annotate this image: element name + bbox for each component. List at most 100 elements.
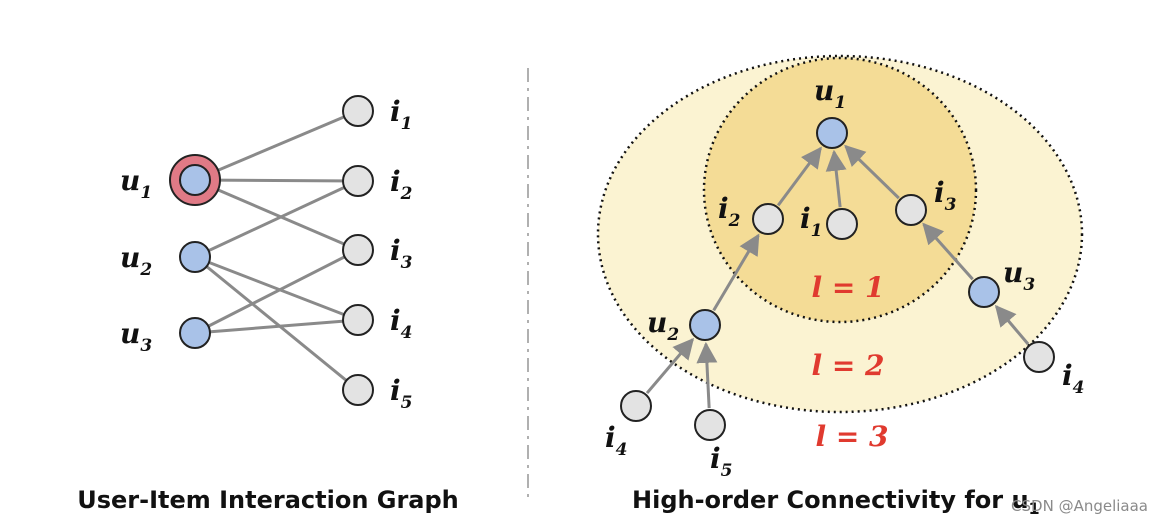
- user-label-u2-base: u: [120, 241, 140, 274]
- layer-label-1: l = 1: [811, 271, 884, 304]
- item-label-i5: i5: [390, 374, 412, 413]
- item-label-i1-subscript: 1: [811, 221, 823, 241]
- item-label-i5: i5: [710, 442, 732, 481]
- layer-1-region: [702, 56, 978, 324]
- left-caption: User-Item Interaction Graph: [77, 486, 459, 514]
- user-label-u1-base: u: [814, 74, 834, 107]
- user-label-u3-subscript: 3: [140, 336, 152, 356]
- arrow-i3-u1: [844, 144, 900, 200]
- user-label-u2-base: u: [647, 306, 667, 339]
- item-label-i3: i3: [934, 176, 957, 215]
- user-label-u2: u2: [647, 306, 679, 345]
- edge-u2-i2: [194, 179, 359, 259]
- item-label-i5-subscript: 5: [401, 393, 413, 413]
- arrow-i2-u1: [776, 146, 822, 207]
- watermark: CSDN @Angeliaaa: [1011, 497, 1148, 515]
- item-node-i5: [694, 409, 726, 441]
- arrow-i1-u1: [825, 149, 847, 208]
- edge-u2-i5: [194, 255, 359, 392]
- user-label-u3: u3: [1003, 256, 1035, 295]
- right-caption-subscript: 1: [1029, 499, 1040, 518]
- user-node-u3: [968, 276, 1000, 308]
- item-node-i2: [752, 203, 784, 235]
- item-label-i4b: i4: [1062, 359, 1084, 398]
- item-label-i5-base: i: [710, 442, 721, 475]
- item-node-i2: [342, 165, 374, 197]
- edge-u1-i2: [194, 178, 359, 183]
- item-label-i3-base: i: [934, 176, 945, 209]
- item-label-i2: i2: [390, 165, 413, 204]
- item-label-i2-base: i: [718, 192, 729, 225]
- right-caption-text: High-order Connectivity for u: [632, 486, 1029, 514]
- right-caption: High-order Connectivity for u1: [632, 486, 1040, 518]
- arrow-i4b-u3: [994, 304, 1030, 345]
- arrow-u3-i3: [922, 222, 974, 281]
- edge-u1-i3: [194, 178, 359, 252]
- item-label-i3-base: i: [390, 234, 401, 267]
- item-label-i3-subscript: 3: [401, 253, 413, 273]
- item-node-i1: [826, 208, 858, 240]
- user-label-u2: u2: [120, 241, 152, 280]
- item-label-i1-base: i: [390, 95, 401, 128]
- item-label-i4a-subscript: 4: [616, 440, 628, 460]
- left-edges: [194, 109, 359, 392]
- user-label-u3-base: u: [120, 317, 140, 350]
- user-node-u3: [179, 317, 211, 349]
- item-label-i3: i3: [390, 234, 413, 273]
- user-label-u1: u1: [120, 164, 152, 203]
- item-node-i4b: [1023, 341, 1055, 373]
- user-label-u1-base: u: [120, 164, 140, 197]
- user-label-u2-subscript: 2: [666, 325, 679, 345]
- arrow-i5-u2: [696, 341, 718, 409]
- right-edges: [645, 144, 1030, 409]
- edge-u2-i4: [194, 255, 359, 322]
- item-label-i1: i1: [390, 95, 412, 134]
- item-label-i1-base: i: [800, 202, 811, 235]
- user-label-u2-subscript: 2: [139, 260, 152, 280]
- user-label-u3: u3: [120, 317, 152, 356]
- item-label-i2-subscript: 2: [728, 211, 741, 231]
- item-label-i4b-base: i: [1062, 359, 1073, 392]
- item-label-i4: i4: [390, 304, 412, 343]
- item-label-i4a: i4: [605, 421, 627, 460]
- user-node-u2: [689, 309, 721, 341]
- edge-u3-i4: [194, 318, 359, 335]
- item-label-i4b-subscript: 4: [1073, 378, 1085, 398]
- arrow-u2-i2: [712, 233, 760, 312]
- user-node-u2: [179, 241, 211, 273]
- item-label-i4-base: i: [390, 304, 401, 337]
- user-label-u1-subscript: 1: [834, 93, 846, 113]
- item-label-i1-subscript: 1: [401, 114, 413, 134]
- item-node-i4: [342, 304, 374, 336]
- user-label-u1: u1: [814, 74, 846, 113]
- item-label-i3-subscript: 3: [945, 195, 957, 215]
- item-node-i4a: [620, 390, 652, 422]
- edge-u3-i3: [194, 248, 359, 335]
- item-label-i5-subscript: 5: [721, 461, 733, 481]
- user-node-u1: [816, 117, 848, 149]
- arrow-i4a-u2: [645, 337, 695, 395]
- item-node-i3: [342, 234, 374, 266]
- item-label-i4-subscript: 4: [401, 323, 413, 343]
- item-label-i5-base: i: [390, 374, 401, 407]
- item-label-i1: i1: [800, 202, 822, 241]
- edge-u1-i1: [194, 109, 359, 182]
- user-label-u1-subscript: 1: [140, 183, 152, 203]
- item-node-i1: [342, 95, 374, 127]
- layer-label-3: l = 3: [815, 420, 888, 453]
- user-label-u3-base: u: [1003, 256, 1023, 289]
- item-label-i2: i2: [718, 192, 741, 231]
- item-label-i4a-base: i: [605, 421, 616, 454]
- item-label-i2-base: i: [390, 165, 401, 198]
- user-label-u3-subscript: 3: [1023, 275, 1035, 295]
- user-node-u1: [179, 164, 211, 196]
- item-node-i5: [342, 374, 374, 406]
- layer-label-2: l = 2: [811, 349, 884, 382]
- item-node-i3: [895, 194, 927, 226]
- item-label-i2-subscript: 2: [400, 184, 413, 204]
